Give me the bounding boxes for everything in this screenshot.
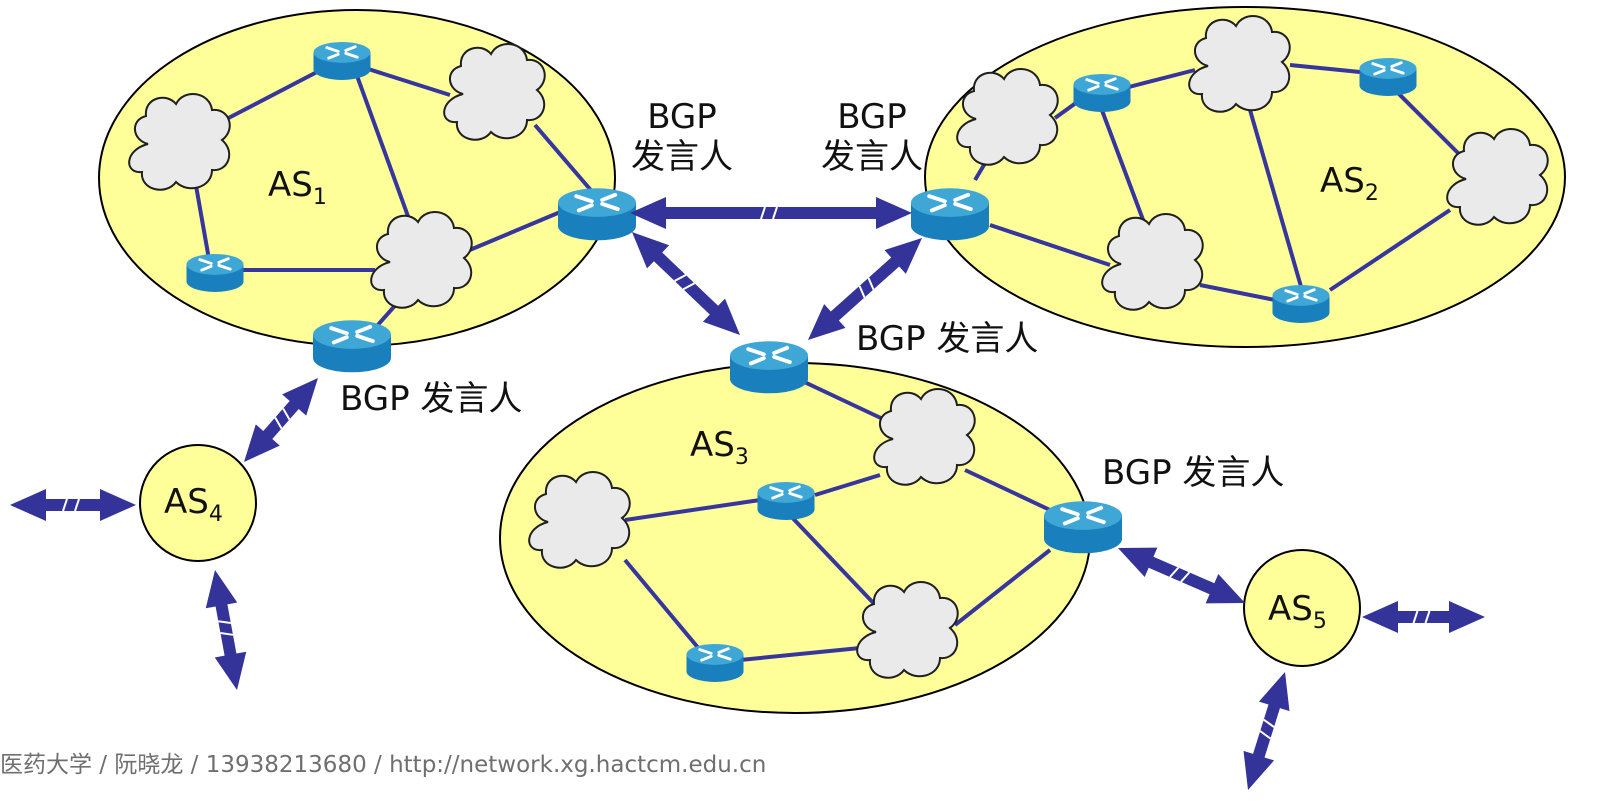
as5-region bbox=[1243, 549, 1361, 667]
router-icon bbox=[312, 40, 372, 82]
as1-label: AS1 bbox=[268, 165, 327, 210]
arrow-as3-as5 bbox=[1118, 547, 1246, 604]
router-icon bbox=[1358, 56, 1418, 98]
speaker-label-as3-right: BGP 发言人 bbox=[1102, 453, 1284, 493]
as3-label: AS3 bbox=[690, 425, 749, 470]
arrow-as1-as3 bbox=[632, 232, 740, 335]
as5-label: AS5 bbox=[1268, 589, 1327, 634]
arrow-as5-right bbox=[1362, 601, 1485, 633]
arrow-as1-as2 bbox=[630, 197, 912, 229]
router-icon bbox=[685, 642, 745, 684]
footer-credit: 医药大学 / 阮晓龙 / 13938213680 / http://networ… bbox=[0, 752, 766, 778]
arrow-as1-as4 bbox=[244, 378, 318, 462]
speaker-label-as2-left-line1: BGP bbox=[837, 97, 907, 137]
speaker-label-as1-right-line2: 发言人 bbox=[631, 137, 733, 177]
router-icon bbox=[756, 480, 816, 522]
arrow-as4-left bbox=[10, 489, 136, 521]
as4-region bbox=[139, 444, 257, 562]
speaker-label-as2-left-line2: 发言人 bbox=[821, 137, 923, 177]
bgp-speaker-router-as3-top bbox=[728, 339, 810, 396]
bgp-speaker-router-as3-right bbox=[1042, 499, 1124, 556]
router-icon bbox=[1271, 283, 1331, 325]
as2-label: AS2 bbox=[1320, 161, 1379, 206]
speaker-label-as3-top: BGP 发言人 bbox=[856, 319, 1038, 359]
as4-label: AS4 bbox=[164, 482, 223, 527]
bgp-session-arrows bbox=[10, 197, 1485, 791]
bgp-speaker-router-as1-right bbox=[556, 186, 638, 243]
router-icon bbox=[185, 252, 245, 294]
speaker-label-as1-bottom: BGP 发言人 bbox=[340, 379, 522, 419]
arrow-as5-down bbox=[1243, 672, 1290, 791]
router-icon bbox=[1072, 72, 1132, 114]
bgp-speaker-router-as2-left bbox=[909, 186, 991, 243]
arrow-as4-down bbox=[205, 570, 247, 691]
speaker-label-as1-right-line1: BGP bbox=[647, 97, 717, 137]
bgp-speaker-router-as1-bottom bbox=[311, 318, 393, 375]
arrow-as2-as3 bbox=[807, 238, 922, 341]
